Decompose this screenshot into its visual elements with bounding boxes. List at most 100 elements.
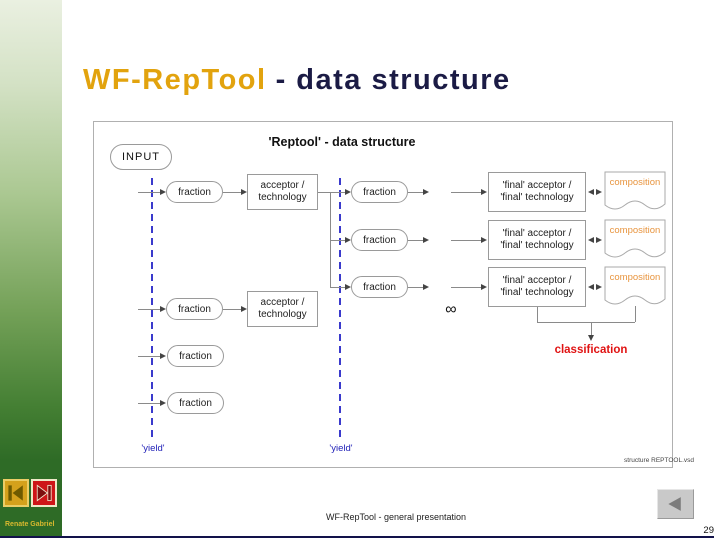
acceptor-technology-node: acceptor / technology	[247, 291, 318, 327]
arrowhead	[423, 283, 429, 290]
arrowhead	[596, 236, 602, 243]
connector-line	[537, 307, 538, 322]
arrowhead	[596, 188, 602, 195]
arrowhead	[596, 283, 602, 290]
connector-line	[408, 287, 424, 288]
composition-label: composition	[609, 225, 661, 236]
final-acceptor-node: 'final' acceptor / 'final' technology	[488, 267, 586, 307]
composition-label: composition	[609, 177, 661, 188]
arrowhead	[160, 188, 166, 195]
author-credit: Renate Gabriel	[5, 521, 55, 528]
arrowhead	[588, 236, 594, 243]
composition-label: composition	[609, 272, 661, 283]
arrowhead	[481, 188, 487, 195]
infinity-symbol: ∞	[445, 301, 457, 318]
arrowhead	[481, 236, 487, 243]
input-node-label: INPUT	[122, 151, 160, 163]
arrowhead	[345, 236, 351, 243]
arrowhead	[241, 188, 247, 195]
yield-dashed-line-right	[339, 178, 341, 442]
arrowhead	[588, 188, 594, 195]
arrowhead	[160, 305, 166, 312]
fraction-label: fraction	[363, 281, 396, 293]
connector-line	[451, 240, 482, 241]
final-label-line2: 'final' technology	[500, 192, 574, 203]
document-shape-icon	[604, 219, 666, 258]
diagram-title: 'Reptool' - data structure	[268, 135, 416, 149]
connector-line	[138, 192, 160, 193]
connector-line	[451, 192, 482, 193]
fraction-label: fraction	[179, 350, 212, 362]
fraction-label: fraction	[363, 234, 396, 246]
connector-line	[451, 287, 482, 288]
fraction-node: fraction	[167, 392, 224, 414]
skip-forward-button[interactable]	[31, 479, 57, 507]
arrowhead	[241, 305, 247, 312]
final-label-line1: 'final' acceptor /	[502, 274, 572, 286]
acceptor-technology-node: acceptor / technology	[247, 174, 318, 210]
document-shape-icon	[604, 171, 666, 210]
acceptor-label-line1: acceptor /	[260, 179, 305, 191]
arrowhead	[345, 188, 351, 195]
connector-line	[223, 192, 242, 193]
skip-back-icon	[5, 481, 27, 505]
page-number: 29	[703, 525, 714, 536]
fraction-node: fraction	[167, 345, 224, 367]
connector-line	[138, 403, 160, 404]
back-button[interactable]	[657, 489, 694, 519]
footer-title: WF-RepTool - general presentation	[325, 512, 467, 522]
final-acceptor-node: 'final' acceptor / 'final' technology	[488, 220, 586, 260]
connector-line	[223, 309, 242, 310]
arrowhead	[423, 188, 429, 195]
composition-node: composition	[604, 219, 666, 263]
connector-line	[138, 309, 160, 310]
final-label-line2: 'final' technology	[500, 287, 574, 298]
arrowhead	[588, 283, 594, 290]
final-label-line2: 'final' technology	[500, 240, 574, 251]
connector-line	[537, 322, 635, 323]
page-title-accent: WF-RepTool	[83, 64, 267, 96]
final-acceptor-node: 'final' acceptor / 'final' technology	[488, 172, 586, 212]
fraction-node: fraction	[351, 276, 408, 298]
final-label-line1: 'final' acceptor /	[502, 179, 572, 191]
connector-line	[318, 192, 346, 193]
arrowhead	[481, 283, 487, 290]
diagram-panel: 'Reptool' - data structure INPUT fractio…	[93, 121, 694, 468]
yield-label: 'yield'	[141, 443, 165, 454]
arrowhead	[423, 236, 429, 243]
fraction-label: fraction	[178, 303, 211, 315]
connector-line	[138, 356, 160, 357]
fraction-node: fraction	[351, 181, 408, 203]
arrowhead	[587, 335, 594, 341]
skip-back-button[interactable]	[3, 479, 29, 507]
arrowhead	[345, 283, 351, 290]
fraction-label: fraction	[363, 186, 396, 198]
file-reference: structure REPTOOL.vsd	[624, 457, 694, 464]
connector-line	[330, 240, 346, 241]
connector-line	[330, 287, 346, 288]
connector-line	[591, 322, 592, 335]
fraction-node: fraction	[166, 298, 223, 320]
fraction-label: fraction	[178, 186, 211, 198]
fraction-node: fraction	[166, 181, 223, 203]
final-label-line1: 'final' acceptor /	[502, 227, 572, 239]
composition-node: composition	[604, 266, 666, 310]
skip-forward-icon	[33, 481, 55, 505]
input-node: INPUT	[110, 144, 172, 170]
connector-line	[635, 306, 636, 322]
yield-dashed-line-left	[151, 178, 153, 442]
acceptor-label-line1: acceptor /	[260, 296, 305, 308]
fraction-node: fraction	[351, 229, 408, 251]
bottom-rule	[0, 536, 714, 538]
fraction-label: fraction	[179, 397, 212, 409]
document-shape-icon	[604, 266, 666, 305]
acceptor-label-line2: technology	[258, 309, 307, 320]
connector-line	[408, 240, 424, 241]
page-title: WF-RepTool- data structure	[83, 64, 703, 97]
yield-label: 'yield'	[329, 443, 353, 454]
sidebar	[0, 0, 62, 536]
arrowhead	[160, 399, 166, 406]
page-title-rest: - data structure	[275, 64, 511, 96]
classification-label: classification	[554, 344, 628, 356]
back-icon	[664, 491, 687, 517]
